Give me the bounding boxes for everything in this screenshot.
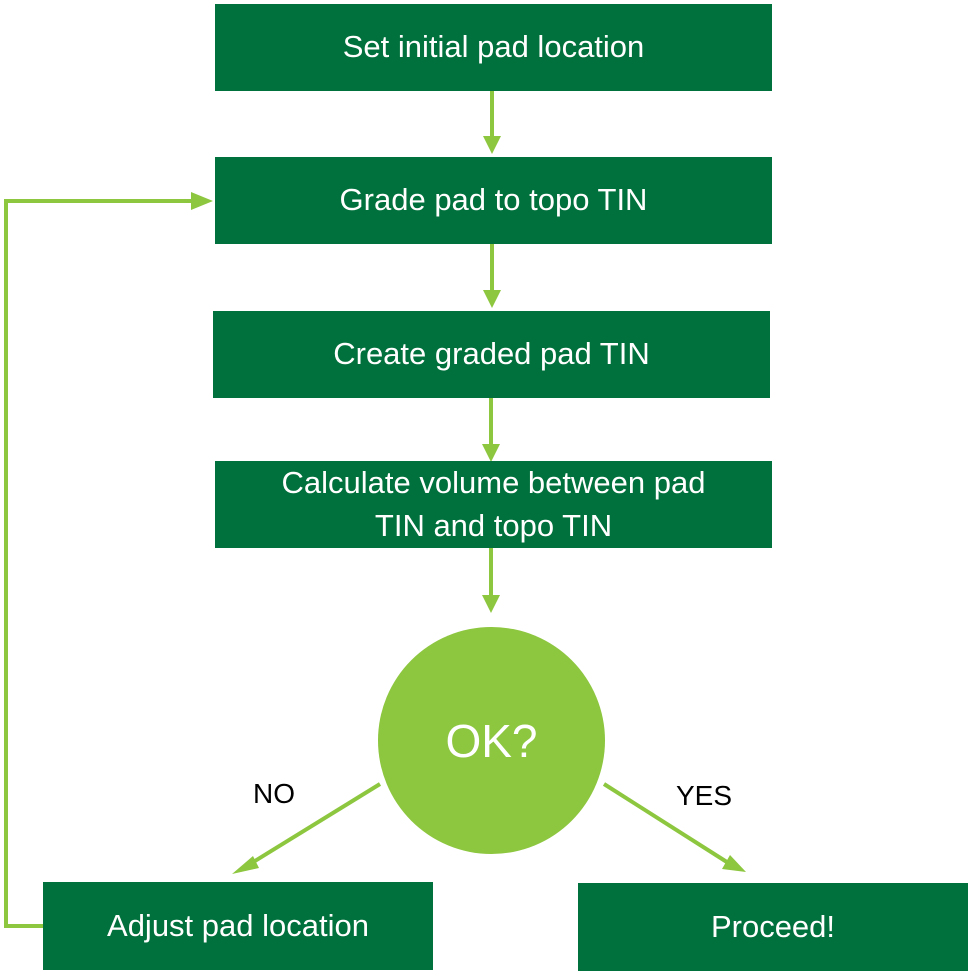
step-create-graded-pad-tin-label: Create graded pad TIN <box>333 336 650 372</box>
arrowhead-loop-to-grade <box>191 192 213 210</box>
connector-adjust-loop <box>4 199 193 928</box>
step-grade-pad-label: Grade pad to topo TIN <box>339 182 648 218</box>
decision-ok-circle: OK? <box>378 627 605 854</box>
arrowhead-to-create <box>483 290 501 308</box>
arrowhead-to-decision <box>482 595 500 613</box>
step-calculate-volume-line2: TIN and topo TIN <box>374 507 613 543</box>
outcome-proceed: Proceed! <box>578 883 968 971</box>
step-grade-pad: Grade pad to topo TIN <box>215 157 772 244</box>
outcome-proceed-label: Proceed! <box>710 908 836 944</box>
step-create-graded-pad-tin: Create graded pad TIN <box>213 311 770 398</box>
connector-decision-no <box>248 782 382 866</box>
step-calculate-volume: Calculate volume between pad TIN and top… <box>215 461 772 548</box>
branch-yes-label: YES <box>676 780 733 811</box>
arrowhead-to-calculate <box>482 444 500 462</box>
arrowhead-to-proceed <box>722 855 746 872</box>
step-set-initial-pad-location-label: Set initial pad location <box>342 29 645 65</box>
outcome-adjust-pad-location: Adjust pad location <box>43 882 433 970</box>
arrowhead-to-grade <box>483 136 501 154</box>
decision-ok-label: OK? <box>445 714 538 767</box>
arrowhead-to-adjust <box>232 856 259 874</box>
step-set-initial-pad-location: Set initial pad location <box>215 4 772 91</box>
connector-decision-yes <box>602 782 732 866</box>
branch-no-label: NO <box>253 778 295 809</box>
outcome-adjust-pad-location-label: Adjust pad location <box>107 907 369 943</box>
step-calculate-volume-line1: Calculate volume between pad <box>281 464 706 500</box>
